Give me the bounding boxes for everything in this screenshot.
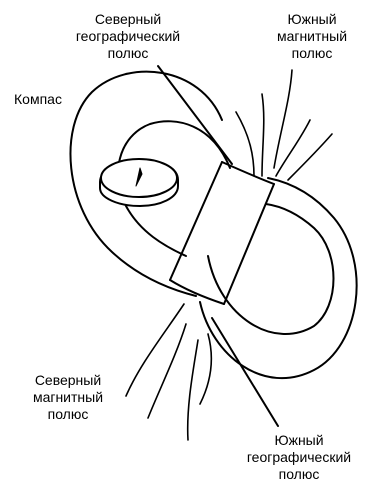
cylinder-right-edge xyxy=(224,184,274,304)
label-line: географический xyxy=(231,449,367,466)
label-line: Южный xyxy=(260,11,364,28)
label-line: магнитный xyxy=(20,389,116,406)
label-line: полюс xyxy=(54,45,202,62)
label-line: полюс xyxy=(231,466,367,483)
label-south-magnetic-pole: Южный магнитный полюс xyxy=(260,11,364,62)
open-field-lines xyxy=(126,70,332,440)
label-compass: Компас xyxy=(6,91,70,108)
label-line: Южный xyxy=(231,432,367,449)
label-line: полюс xyxy=(20,406,116,423)
label-line: Северный xyxy=(54,11,202,28)
label-line: Северный xyxy=(20,372,116,389)
cylinder-top-edge xyxy=(222,162,274,184)
label-north-magnetic-pole: Северный магнитный полюс xyxy=(20,372,116,423)
right-inner-loop xyxy=(208,204,334,334)
right-field-lobe xyxy=(200,178,357,378)
north-geo-pole-pointer xyxy=(158,66,232,164)
label-line: Компас xyxy=(6,91,70,108)
earth-cylinder xyxy=(170,162,274,304)
south-geo-pole-pointer xyxy=(212,318,278,426)
label-line: полюс xyxy=(260,45,364,62)
compass-icon xyxy=(100,159,178,206)
label-line: географический xyxy=(54,28,202,45)
label-line: магнитный xyxy=(260,28,364,45)
label-south-geographic-pole: Южный географический полюс xyxy=(231,432,367,483)
label-north-geographic-pole: Северный географический полюс xyxy=(54,11,202,62)
